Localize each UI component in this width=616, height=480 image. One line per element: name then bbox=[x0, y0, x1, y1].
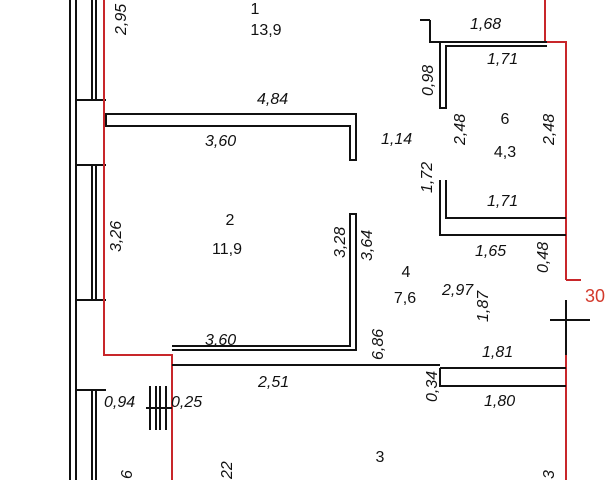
room-4-number: 4 bbox=[401, 264, 411, 281]
dim-room4-right: 1,87 bbox=[475, 290, 492, 322]
room-1-number: 1 bbox=[250, 1, 260, 18]
dim-room6-left: 0,98 bbox=[420, 64, 437, 96]
left-window-strip bbox=[69, 0, 106, 480]
room-2-area: 11,9 bbox=[212, 241, 242, 258]
dim-bottom-right-vertical: 3 bbox=[541, 470, 558, 479]
dim-room4-top-right: 1,65 bbox=[475, 243, 507, 260]
dim-bottom-left-small: 0,25 bbox=[171, 394, 203, 411]
dim-room4-right-top: 0,48 bbox=[535, 241, 552, 273]
dim-room2-top: 3,60 bbox=[205, 133, 237, 150]
dim-room4-lower-left: 6,86 bbox=[370, 328, 387, 360]
dim-left-top: 2,95 bbox=[113, 3, 130, 35]
boundary-lines bbox=[103, 0, 581, 480]
dim-room4-top-left: 1,72 bbox=[419, 161, 436, 193]
dim-middle-wall: 1,14 bbox=[381, 131, 413, 148]
dim-room2-left: 3,26 bbox=[108, 220, 125, 252]
room-2-number: 2 bbox=[225, 212, 235, 229]
interior-walls bbox=[105, 19, 566, 430]
dim-room6-top: 1,71 bbox=[487, 51, 519, 68]
dim-bottom-left-vertical: 22 bbox=[219, 461, 236, 479]
dim-top-right: 1,68 bbox=[470, 16, 502, 33]
dim-lower-corridor: 2,51 bbox=[258, 374, 290, 391]
dim-lower-right-bottom: 1,80 bbox=[484, 393, 516, 410]
section-marker-label: 30 bbox=[585, 286, 606, 306]
room-4-area: 7,6 bbox=[393, 290, 417, 307]
room-6-area: 4,3 bbox=[493, 144, 517, 161]
dim-lower-right-top: 1,81 bbox=[482, 344, 514, 361]
dim-room4-width: 2,97 bbox=[442, 282, 474, 299]
dim-room6-left-height: 2,48 bbox=[452, 113, 469, 145]
room-1-area: 13,9 bbox=[250, 22, 282, 39]
room-6-number: 6 bbox=[500, 111, 510, 128]
dim-room1-bottom: 4,84 bbox=[257, 91, 289, 108]
dim-bottom-far-left: 6 bbox=[119, 470, 136, 479]
section-marker bbox=[550, 300, 590, 355]
dim-room2-right: 3,28 bbox=[332, 226, 349, 258]
dim-room4-left: 3,64 bbox=[359, 229, 376, 261]
dim-room6-bottom: 1,71 bbox=[487, 193, 519, 210]
dim-room2-bottom: 3,60 bbox=[205, 332, 237, 349]
dim-bottom-left: 0,94 bbox=[104, 394, 136, 411]
dim-room6-right-height: 2,48 bbox=[541, 113, 558, 145]
dim-lower-right-small: 0,34 bbox=[424, 370, 441, 402]
room-3-number: 3 bbox=[375, 449, 385, 466]
